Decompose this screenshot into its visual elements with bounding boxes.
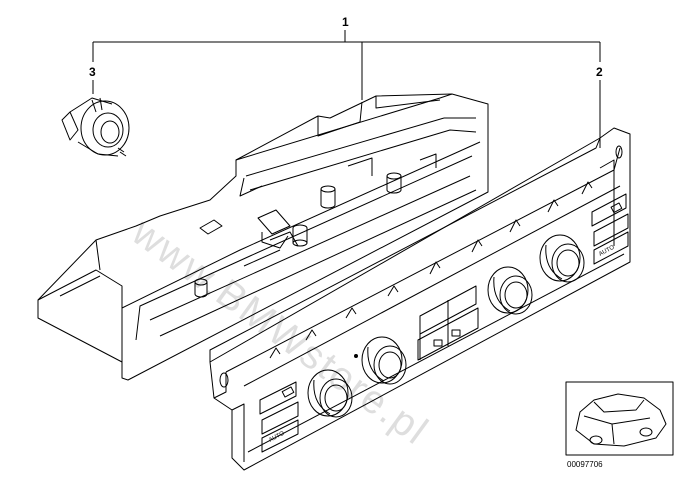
part-number: 00097706 xyxy=(567,460,603,469)
callout-1: 1 xyxy=(342,15,349,29)
knob-temp-left xyxy=(307,369,353,418)
knob-fan-right xyxy=(487,266,533,315)
control-panel-part-2 xyxy=(209,127,631,471)
sensor-part-3 xyxy=(61,97,130,157)
knob-fan-left xyxy=(361,336,407,385)
leader-lines xyxy=(92,30,601,148)
callout-3: 3 xyxy=(89,65,96,79)
callout-2: 2 xyxy=(596,65,603,79)
housing-part-1 xyxy=(37,93,489,381)
car-thumbnail xyxy=(565,381,674,456)
knob-temp-right xyxy=(539,234,585,283)
